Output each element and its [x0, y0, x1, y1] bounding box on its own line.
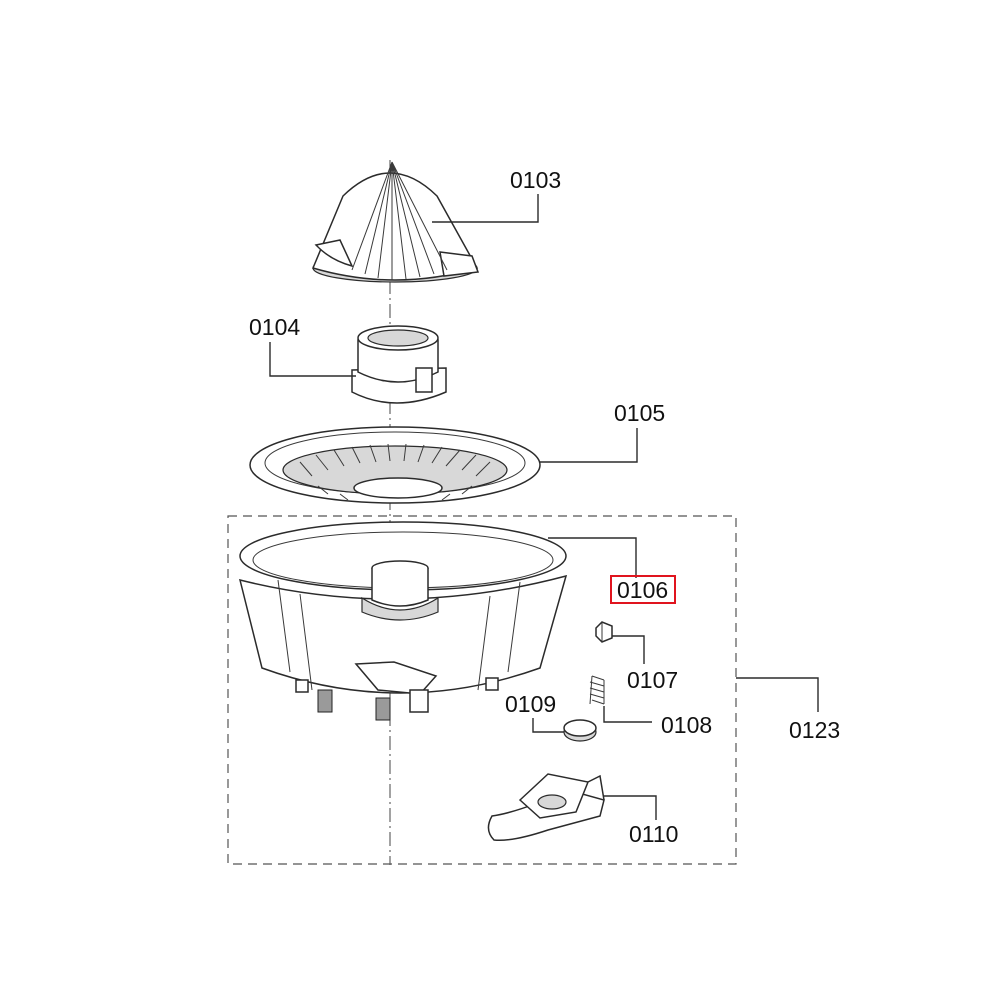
leader-0109 — [532, 718, 564, 733]
leader-0106 — [548, 537, 637, 578]
assembly-boundary — [227, 515, 737, 865]
leader-0110 — [604, 795, 657, 820]
leader-0104 — [269, 342, 356, 377]
leader-0107 — [612, 635, 645, 664]
label-0123: 0123 — [789, 717, 840, 743]
juice-container-drawing — [238, 521, 568, 721]
label-0108: 0108 — [661, 712, 712, 738]
juicing-cone-drawing — [311, 161, 480, 283]
drive-coupling-drawing — [351, 325, 447, 404]
label-0106: 0106 — [617, 577, 668, 603]
leader-0103 — [432, 194, 539, 223]
spout-lever-drawing — [487, 773, 605, 842]
valve-plug-drawing — [595, 621, 613, 643]
label-0107: 0107 — [627, 667, 678, 693]
label-0103: 0103 — [510, 167, 561, 193]
strainer-sieve-drawing — [249, 426, 541, 504]
leader-lines — [269, 194, 819, 820]
label-0104: 0104 — [249, 314, 300, 340]
highlight-box — [610, 575, 676, 604]
valve-seal-drawing — [563, 719, 597, 742]
label-0110: 0110 — [629, 821, 678, 847]
leader-0105 — [540, 428, 638, 463]
leader-0123 — [736, 677, 819, 712]
label-0105: 0105 — [614, 400, 665, 426]
spring-drawing — [589, 675, 605, 705]
label-0109: 0109 — [505, 691, 556, 717]
leader-0108 — [603, 706, 652, 723]
